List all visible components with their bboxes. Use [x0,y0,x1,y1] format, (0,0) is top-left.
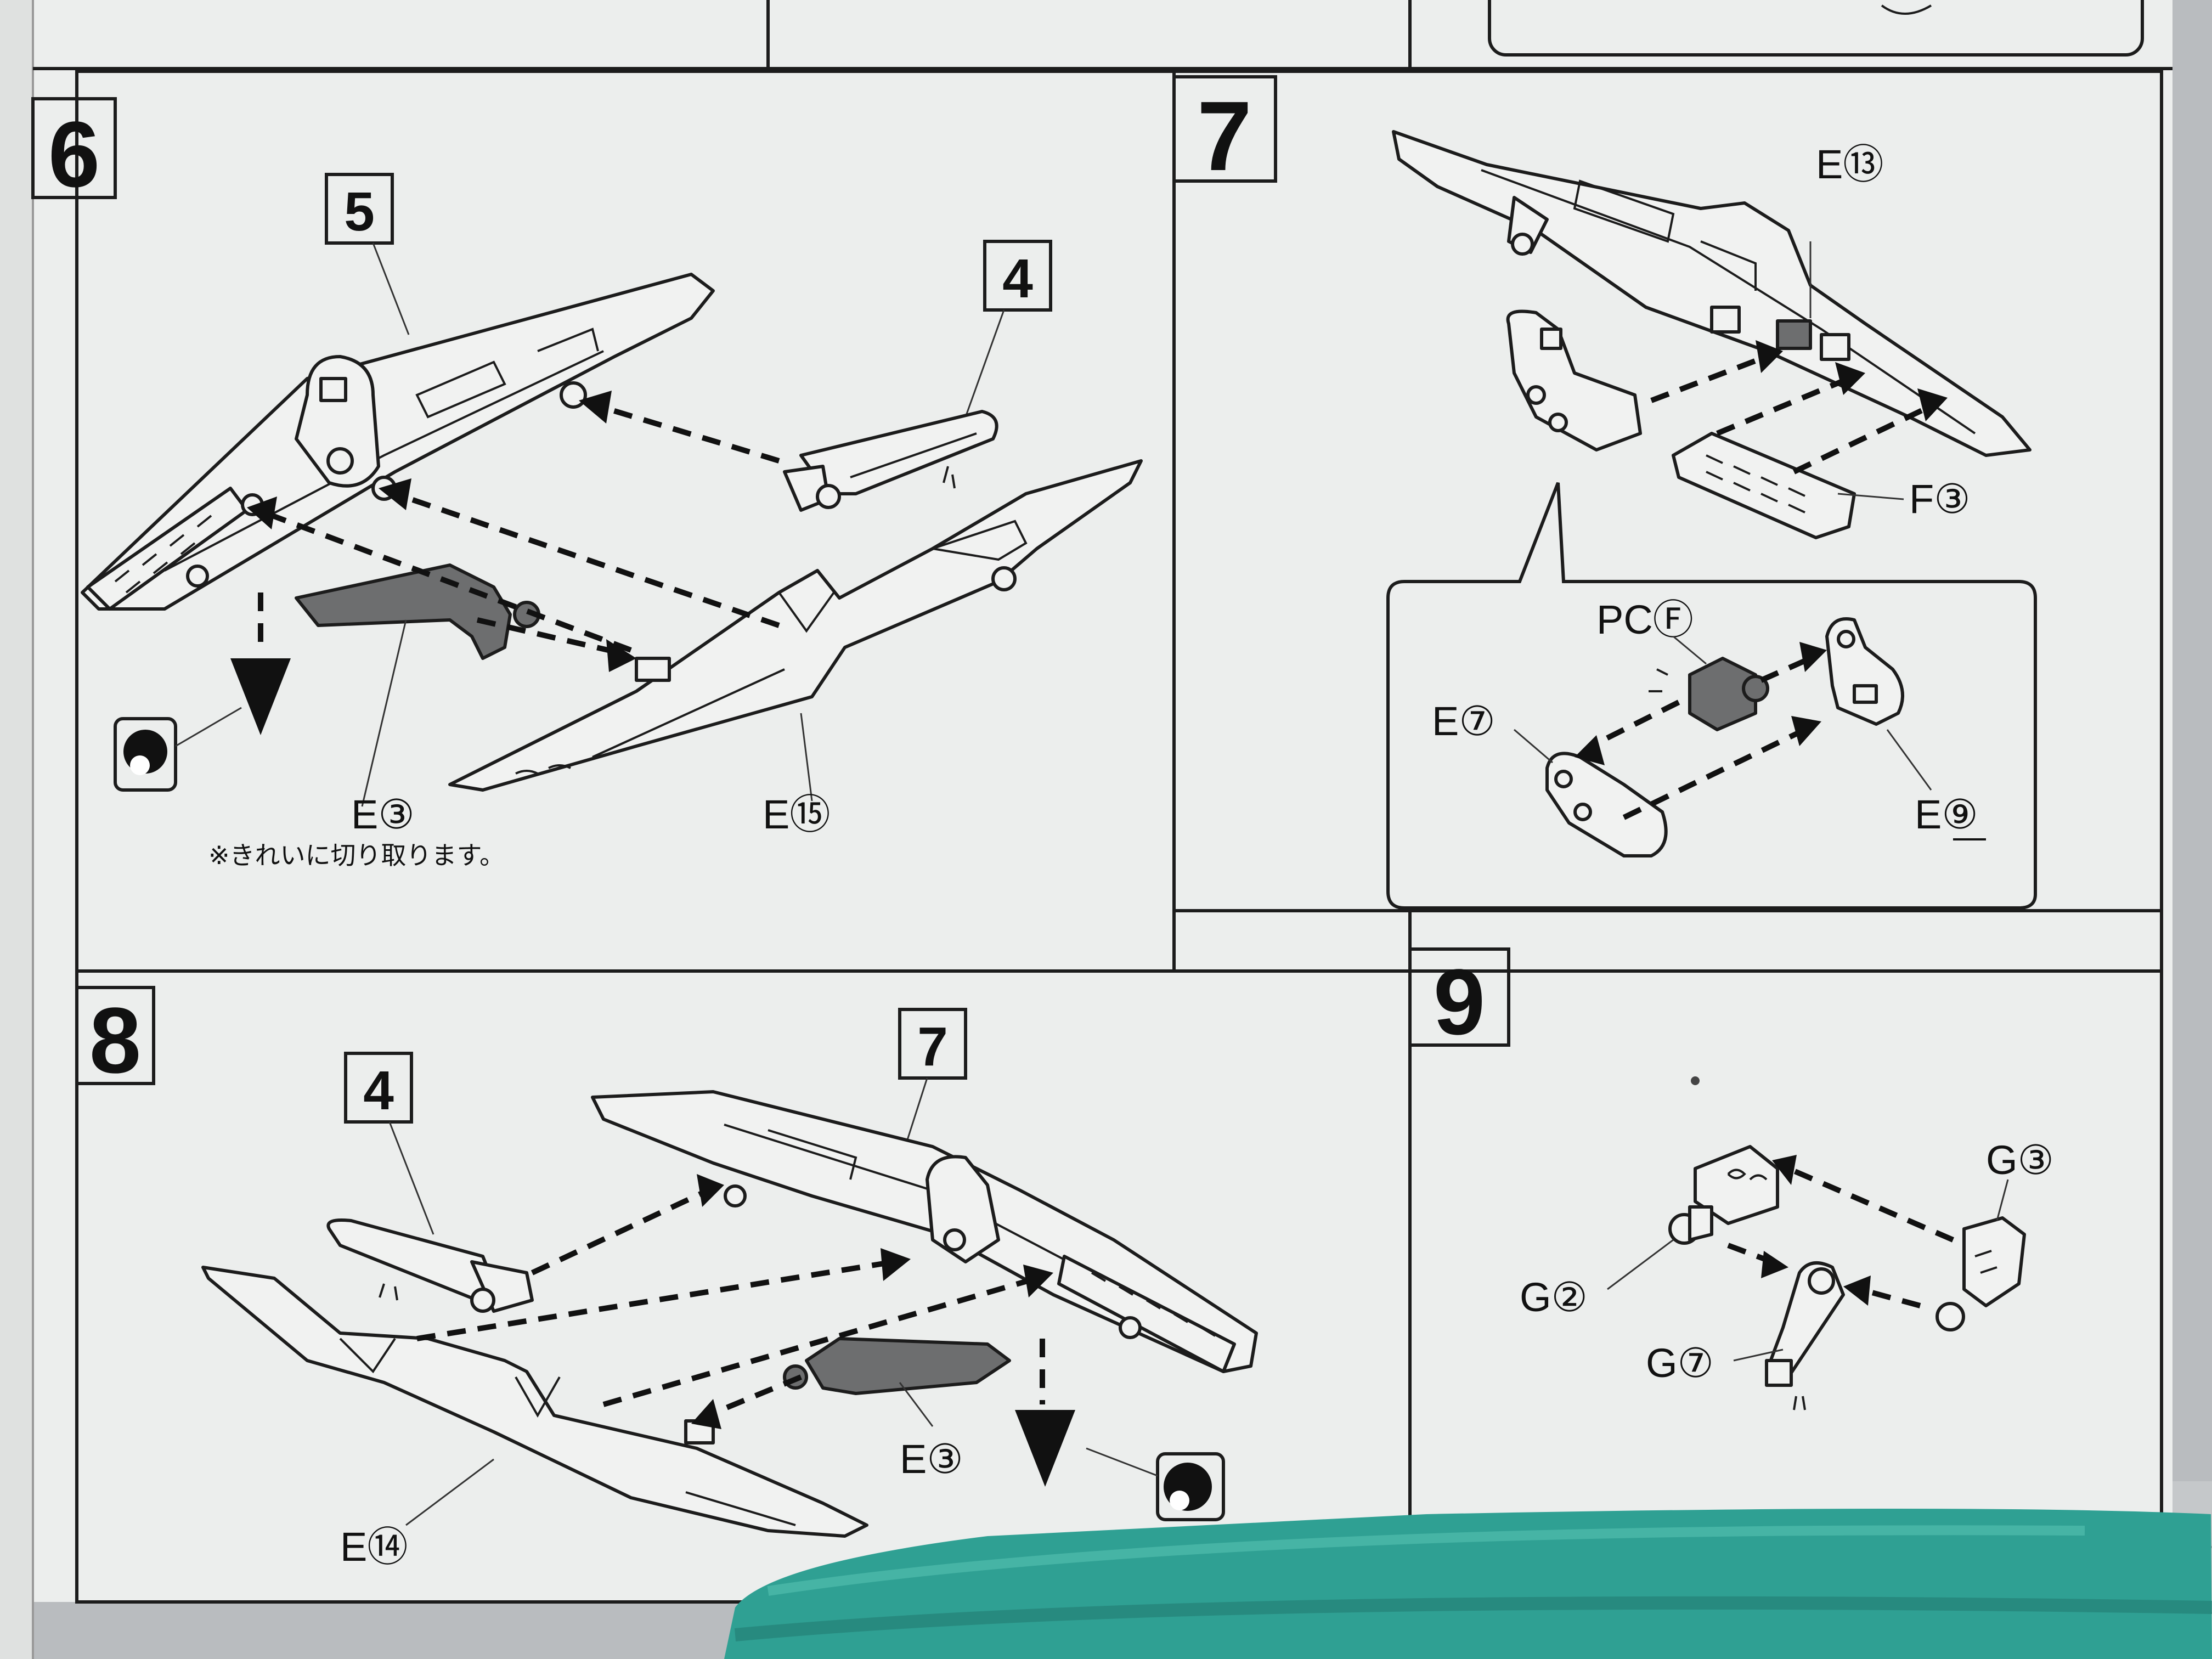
step-6-part-E15 [448,459,1143,792]
step-9-label-G7: G⑦ [1646,1340,1714,1386]
step-7-inset [1386,482,2037,910]
step-8-ref-box-7 [898,1008,967,1080]
step-8-assembly-7 [591,1090,1258,1373]
step-8-label-E3: E③ [900,1436,963,1482]
step-6-label-E15: E⑮ [763,792,830,837]
step-6-ref-box-5 [325,173,394,245]
step-9-number: 9 [1434,950,1486,1054]
step-6-label-E3: E③ [351,792,415,837]
step-6-assembly-5 [81,273,715,611]
step-7-panel: 7 [1172,75,2037,910]
step-8-ref-4: 4 [363,1060,394,1121]
step-6-gate-icon [114,717,177,792]
step-7-arm-part [1506,309,1642,452]
step-7-label-E13: E⑬ [1816,142,1883,187]
step-8-panel: 8 4 7 [75,986,1258,1570]
step-7-inset-part-E9 [1825,617,1904,726]
teal-tool-handle [724,1509,2212,1659]
step-8-label-E14: E⑭ [340,1524,408,1570]
step-7-inset-PC-part [1688,657,1769,731]
step-7-inset-part-E7 [1545,752,1668,857]
step-7-part-F3 [1672,432,1856,539]
step-8-ref-box-4 [344,1052,413,1124]
step-7-number: 7 [1197,81,1252,191]
step-6-note: ※きれいに切り取ります。 [208,840,505,870]
step-7-label-F3: F③ [1909,476,1971,522]
step-6-ref-4: 4 [1002,248,1033,309]
step-6-number: 6 [48,103,100,207]
step-8-part-E3-gray [783,1337,1011,1395]
step-8-number-box [75,986,155,1085]
step-8-ref-7: 7 [917,1016,948,1077]
step-6-panel: 6 5 4 [31,97,1143,870]
step-6-ref-box-4 [983,240,1052,312]
left-page-edge [0,0,33,1659]
step-7-label-PCF: PCⒻ [1596,597,1694,642]
step-7-label-E7: E⑦ [1432,698,1496,744]
step-9-part-G7 [1765,1261,1845,1410]
step-7-label-E9: E⑨ [1915,792,1978,837]
step-9-part-G2 [1668,1145,1779,1245]
step-8-teeth [1057,1255,1236,1373]
step-6-part-4 [783,410,998,512]
step-9-panel: 9 G③ G② G⑦ [1408,947,2054,1410]
step-8-number: 8 [89,989,142,1093]
step-6-ref-5: 5 [344,181,375,242]
step-7-number-box [1172,75,1277,183]
step-9-number-box [1408,947,1510,1047]
step-8-part-E14 [201,1266,868,1538]
step-9-part-G3 [1936,1216,2026,1331]
step-7-part-E13 [1392,130,2032,457]
step-9-label-G2: G② [1520,1274,1588,1320]
step-6-number-box [31,97,117,199]
previous-steps-strip [33,0,2172,70]
step-9-label-G3: G③ [1986,1137,2054,1183]
step-8-gate-icon [1156,1452,1225,1521]
step-8-part-4 [326,1218,534,1313]
